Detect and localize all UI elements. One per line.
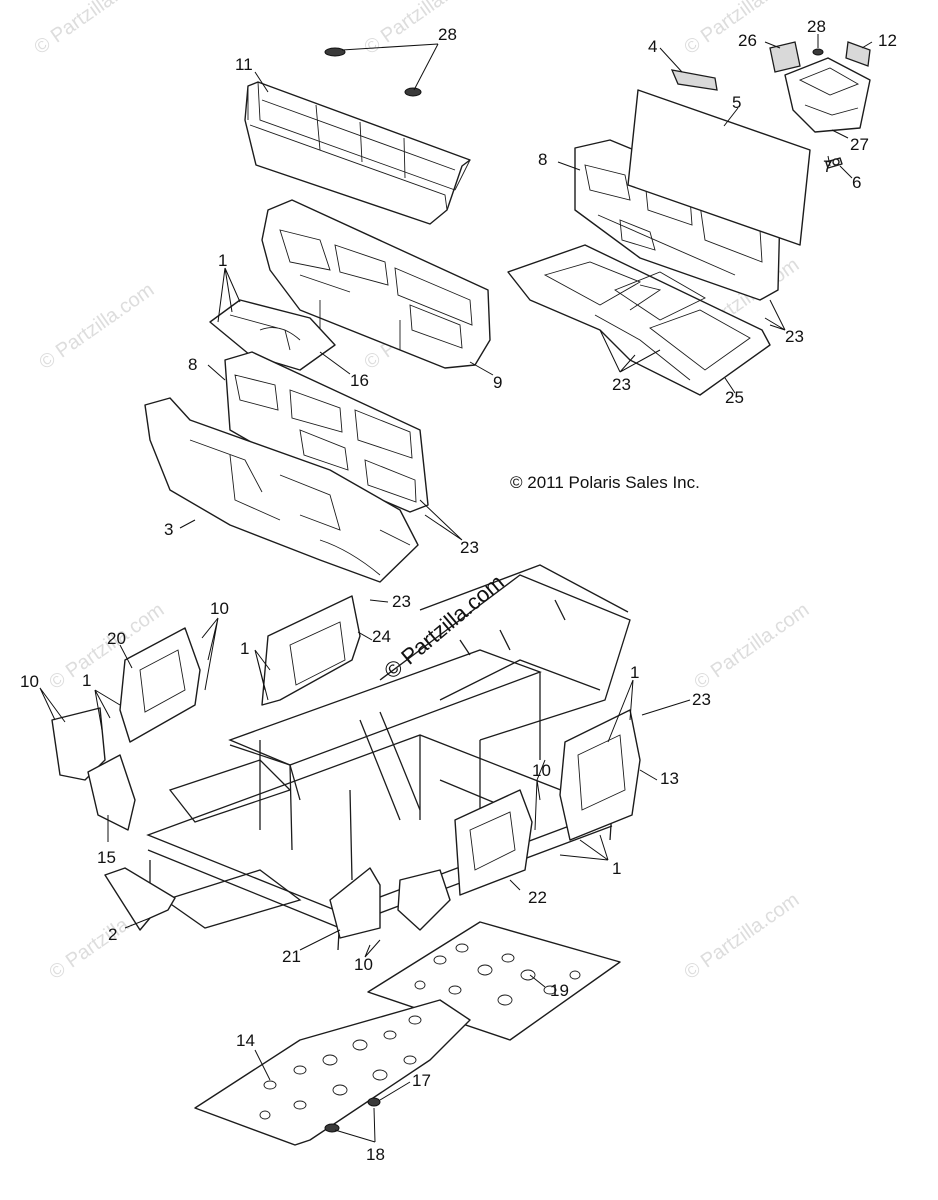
callout-10: 10 [20, 672, 39, 691]
partzilla-watermark: © Partzilla.com [379, 569, 509, 683]
callout-5: 5 [732, 93, 741, 112]
part-28-plugs [324, 47, 422, 97]
copyright-text: © 2011 Polaris Sales Inc. [510, 473, 700, 492]
callout-26: 26 [738, 31, 757, 50]
callout-1: 1 [612, 859, 621, 878]
part-15-guard [87, 754, 136, 831]
part-11-storage-box [244, 81, 471, 225]
callout-2: 2 [108, 925, 117, 944]
callout-17: 17 [412, 1071, 431, 1090]
callout-21: 21 [282, 947, 301, 966]
callout-10: 10 [532, 761, 551, 780]
watermark: © Partzilla.com [680, 889, 803, 984]
part-20-side-panel [119, 627, 201, 743]
callout-labels: 28 11 4 26 28 12 5 27 8 6 7 1 16 9 23 23… [20, 17, 897, 1164]
callout-24: 24 [372, 627, 391, 646]
chassis-frame [146, 564, 631, 951]
callout-25: 25 [725, 388, 744, 407]
callout-9: 9 [493, 373, 502, 392]
part-26-label [769, 41, 801, 73]
callout-13: 13 [660, 769, 679, 788]
part-21-guard [329, 867, 381, 939]
callout-7: 7 [823, 157, 832, 176]
watermark: © Partzilla.com [30, 0, 153, 59]
callout-22: 22 [528, 888, 547, 907]
watermark: © Partzilla.com [360, 0, 483, 59]
callout-28: 28 [438, 25, 457, 44]
part-3-lower-tub [144, 397, 419, 583]
part-9-dash-panel [261, 199, 491, 369]
callout-14: 14 [236, 1031, 255, 1050]
part-27-tray [784, 48, 871, 133]
callout-1: 1 [630, 663, 639, 682]
callout-1: 1 [82, 671, 91, 690]
part-14-floor-plate [194, 999, 471, 1146]
part-4-label [670, 69, 718, 91]
part-17-18-fasteners [324, 1097, 381, 1133]
callout-28: 28 [807, 17, 826, 36]
callout-6: 6 [852, 173, 861, 192]
watermark: © Partzilla.com [690, 599, 813, 694]
part-22-side-panel [397, 789, 533, 931]
callout-1: 1 [218, 251, 227, 270]
callout-3: 3 [164, 520, 173, 539]
part-8-seat-base-lower [224, 351, 429, 513]
callout-1: 1 [240, 639, 249, 658]
callout-23: 23 [460, 538, 479, 557]
callout-23: 23 [612, 375, 631, 394]
callout-11: 11 [235, 55, 253, 74]
leader-lines [39, 34, 873, 1143]
watermark: © Partzilla.com [35, 279, 158, 374]
callout-20: 20 [107, 629, 126, 648]
part-25-floor-tub [507, 244, 771, 396]
callout-23: 23 [392, 592, 411, 611]
callout-12: 12 [878, 31, 897, 50]
part-24-rear-panel [261, 595, 361, 706]
part-5-back-panel [627, 89, 811, 246]
callout-16: 16 [350, 371, 369, 390]
part-13-side-panel [559, 709, 641, 841]
callout-4: 4 [648, 37, 657, 56]
callout-8: 8 [188, 355, 197, 374]
callout-23: 23 [692, 690, 711, 709]
callout-18: 18 [366, 1145, 385, 1164]
callout-19: 19 [550, 981, 569, 1000]
callout-10: 10 [354, 955, 373, 974]
part-2-front-bracket [104, 867, 176, 931]
callout-23: 23 [785, 327, 804, 346]
callout-8: 8 [538, 150, 547, 169]
callout-15: 15 [97, 848, 116, 867]
callout-10: 10 [210, 599, 229, 618]
callout-27: 27 [850, 135, 869, 154]
